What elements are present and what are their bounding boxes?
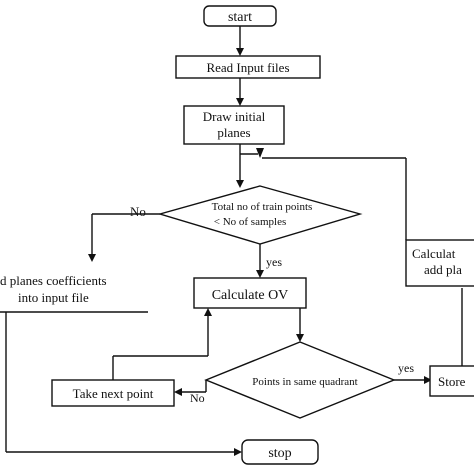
read-input-label: Read Input files	[206, 60, 289, 75]
no-label-bottom: No	[190, 391, 205, 405]
arrowhead	[296, 334, 304, 342]
arrowhead	[174, 388, 182, 396]
draw-initial-box	[183, 105, 285, 145]
take-next-box	[51, 379, 175, 407]
calculate-ov-box	[193, 277, 307, 309]
add-planes-line2: into input file	[18, 290, 89, 305]
take-next-label: Take next point	[73, 386, 154, 401]
condition-train-diamond	[157, 185, 363, 245]
arrowhead	[424, 376, 432, 384]
calculate-add-box	[405, 239, 474, 287]
condition-quadrant-diamond	[204, 341, 396, 419]
calculate-add-line1: Calculat	[412, 246, 456, 261]
stop-node	[241, 439, 319, 465]
arrowhead	[234, 448, 242, 456]
stop-label: stop	[268, 446, 291, 461]
draw-initial-line2: planes	[217, 125, 250, 140]
condition-quadrant-label: Points in same quadrant	[252, 376, 357, 388]
store-label: Store	[438, 374, 466, 389]
draw-initial-line1: Draw initial	[203, 109, 266, 124]
add-planes-line1: d planes coefficients	[0, 273, 107, 288]
calculate-ov-label: Calculate OV	[212, 288, 289, 303]
no-label-top: No	[130, 204, 146, 219]
arrowhead	[256, 148, 264, 158]
read-input-box	[175, 55, 321, 79]
condition-train-line2: < No of samples	[214, 216, 287, 228]
arrowhead	[88, 254, 96, 262]
store-box	[429, 365, 474, 397]
condition-train-line1: Total no of train points	[212, 201, 313, 213]
arrowhead	[236, 48, 244, 56]
yes-label-mid: yes	[266, 255, 282, 269]
yes-label-right: yes	[398, 361, 414, 375]
calculate-add-line2: add pla	[424, 262, 462, 277]
arrowhead	[236, 98, 244, 106]
arrowhead	[236, 180, 244, 188]
arrowhead	[256, 270, 264, 278]
arrowhead	[204, 308, 212, 316]
start-label: start	[228, 10, 252, 25]
